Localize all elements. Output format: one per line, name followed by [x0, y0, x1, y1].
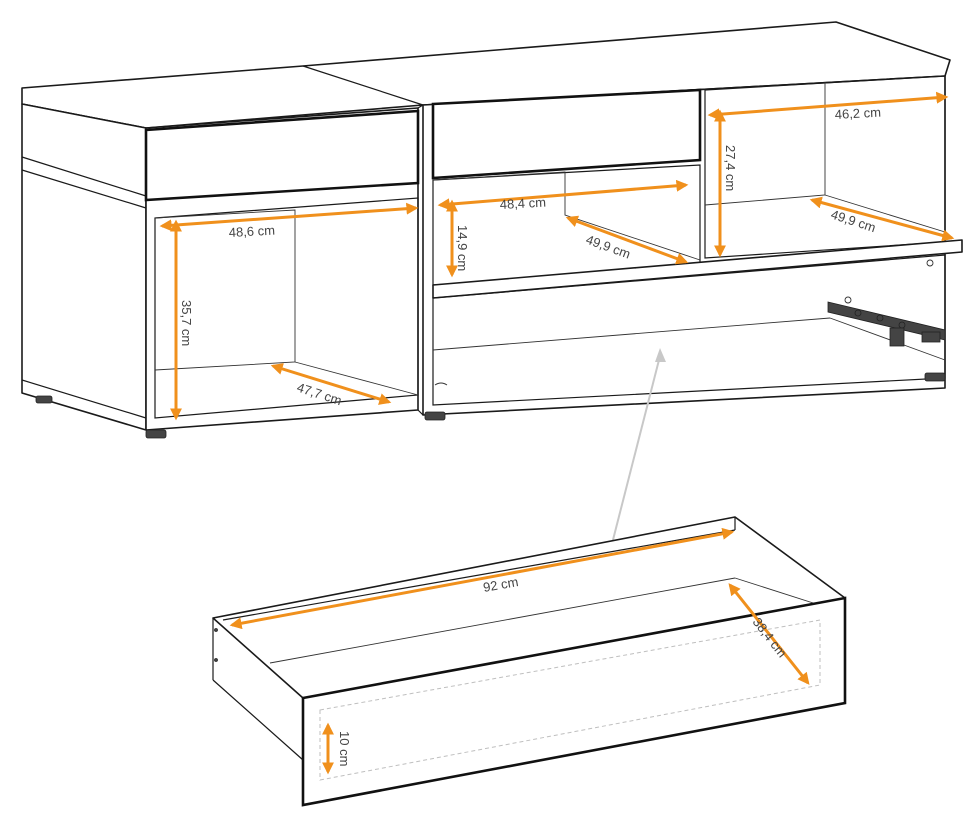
dim-arrow-drawer-depth: [728, 583, 810, 685]
dim-arrow-left-depth: [270, 363, 392, 405]
dim-arrow-right-depth: [809, 196, 955, 242]
middle-drawer-front: [431, 88, 702, 180]
foot: [424, 411, 446, 421]
drawer-runner: [827, 259, 946, 347]
foot: [35, 395, 53, 404]
left-module: [21, 103, 147, 431]
drawer: [212, 516, 847, 807]
dim-label-left-height: 35,7 cm: [179, 300, 194, 346]
dim-arrow-drawer-width: [229, 527, 735, 630]
dim-label-right-height: 27,4 cm: [723, 145, 738, 191]
dim-label-drawer-width: 92 cm: [482, 574, 519, 595]
dim-arrow-middle-depth: [565, 215, 689, 265]
tv-cabinet: [21, 21, 963, 439]
drawer-front-panel: [301, 596, 847, 807]
dim-arrow-middle-width: [437, 179, 689, 211]
foot: [924, 372, 946, 382]
dim-label-drawer-height: 10 cm: [337, 731, 352, 766]
cabinet-shelf: [432, 239, 963, 299]
dim-label-middle-width: 48,4 cm: [499, 195, 546, 212]
dim-label-middle-height: 14,9 cm: [455, 225, 470, 271]
dim-label-right-width: 46,2 cm: [834, 105, 881, 122]
dim-arrow-right-width: [707, 91, 949, 121]
dim-label-left-width: 48,6 cm: [228, 223, 275, 240]
dim-arrow-left-width: [159, 202, 419, 232]
foot: [145, 429, 167, 439]
left-drawer-front: [144, 109, 420, 202]
dimension-arrows: [159, 91, 955, 775]
